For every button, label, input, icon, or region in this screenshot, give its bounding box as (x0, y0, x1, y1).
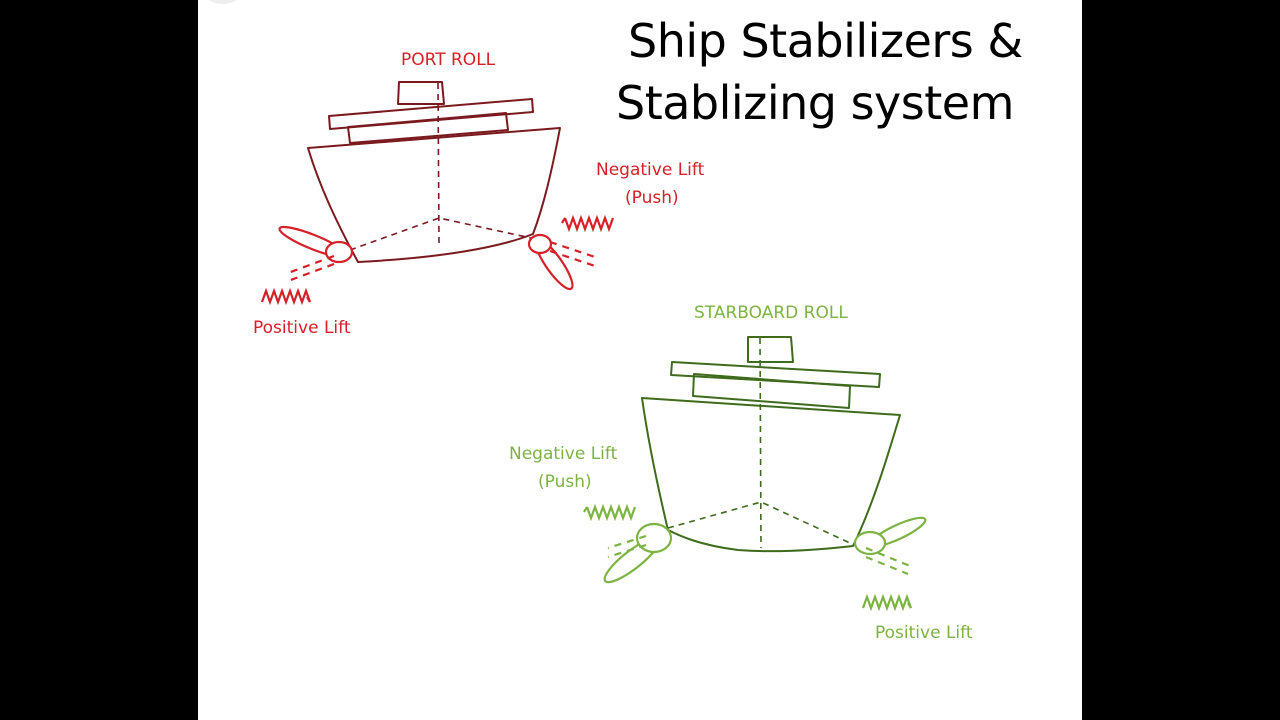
port-roll-ship (260, 81, 615, 306)
starboard-negative-lift-label: Negative Lift (509, 444, 618, 464)
starboard-push-arrows (583, 503, 637, 522)
starboard-left-fin (603, 522, 673, 584)
starboard-push-label: (Push) (538, 472, 592, 492)
port-push-label: (Push) (625, 188, 679, 208)
port-positive-lift-label: Positive Lift (253, 318, 351, 338)
port-ship-hull (307, 81, 561, 263)
diagram-slide: Ship Stabilizers & Stablizing system (198, 0, 1082, 720)
starboard-roll-ship (583, 336, 927, 612)
port-left-fin (278, 225, 354, 283)
title-line-1: Ship Stabilizers & (628, 14, 1023, 68)
starboard-positive-lift-label: Positive Lift (875, 623, 973, 643)
port-lift-arrows (260, 287, 312, 306)
port-negative-lift-label: Negative Lift (596, 160, 705, 180)
starboard-ship-hull (641, 336, 901, 553)
port-right-fin (527, 233, 599, 291)
ship-diagrams (260, 81, 927, 612)
starboard-right-fin (853, 516, 927, 576)
starboard-roll-heading: STARBOARD ROLL (694, 303, 848, 323)
corner-decoration (198, 0, 248, 4)
port-roll-heading: PORT ROLL (401, 50, 496, 70)
port-push-arrows (561, 214, 615, 233)
title-line-2: Stablizing system (616, 76, 1014, 130)
starboard-lift-arrows (861, 593, 913, 612)
